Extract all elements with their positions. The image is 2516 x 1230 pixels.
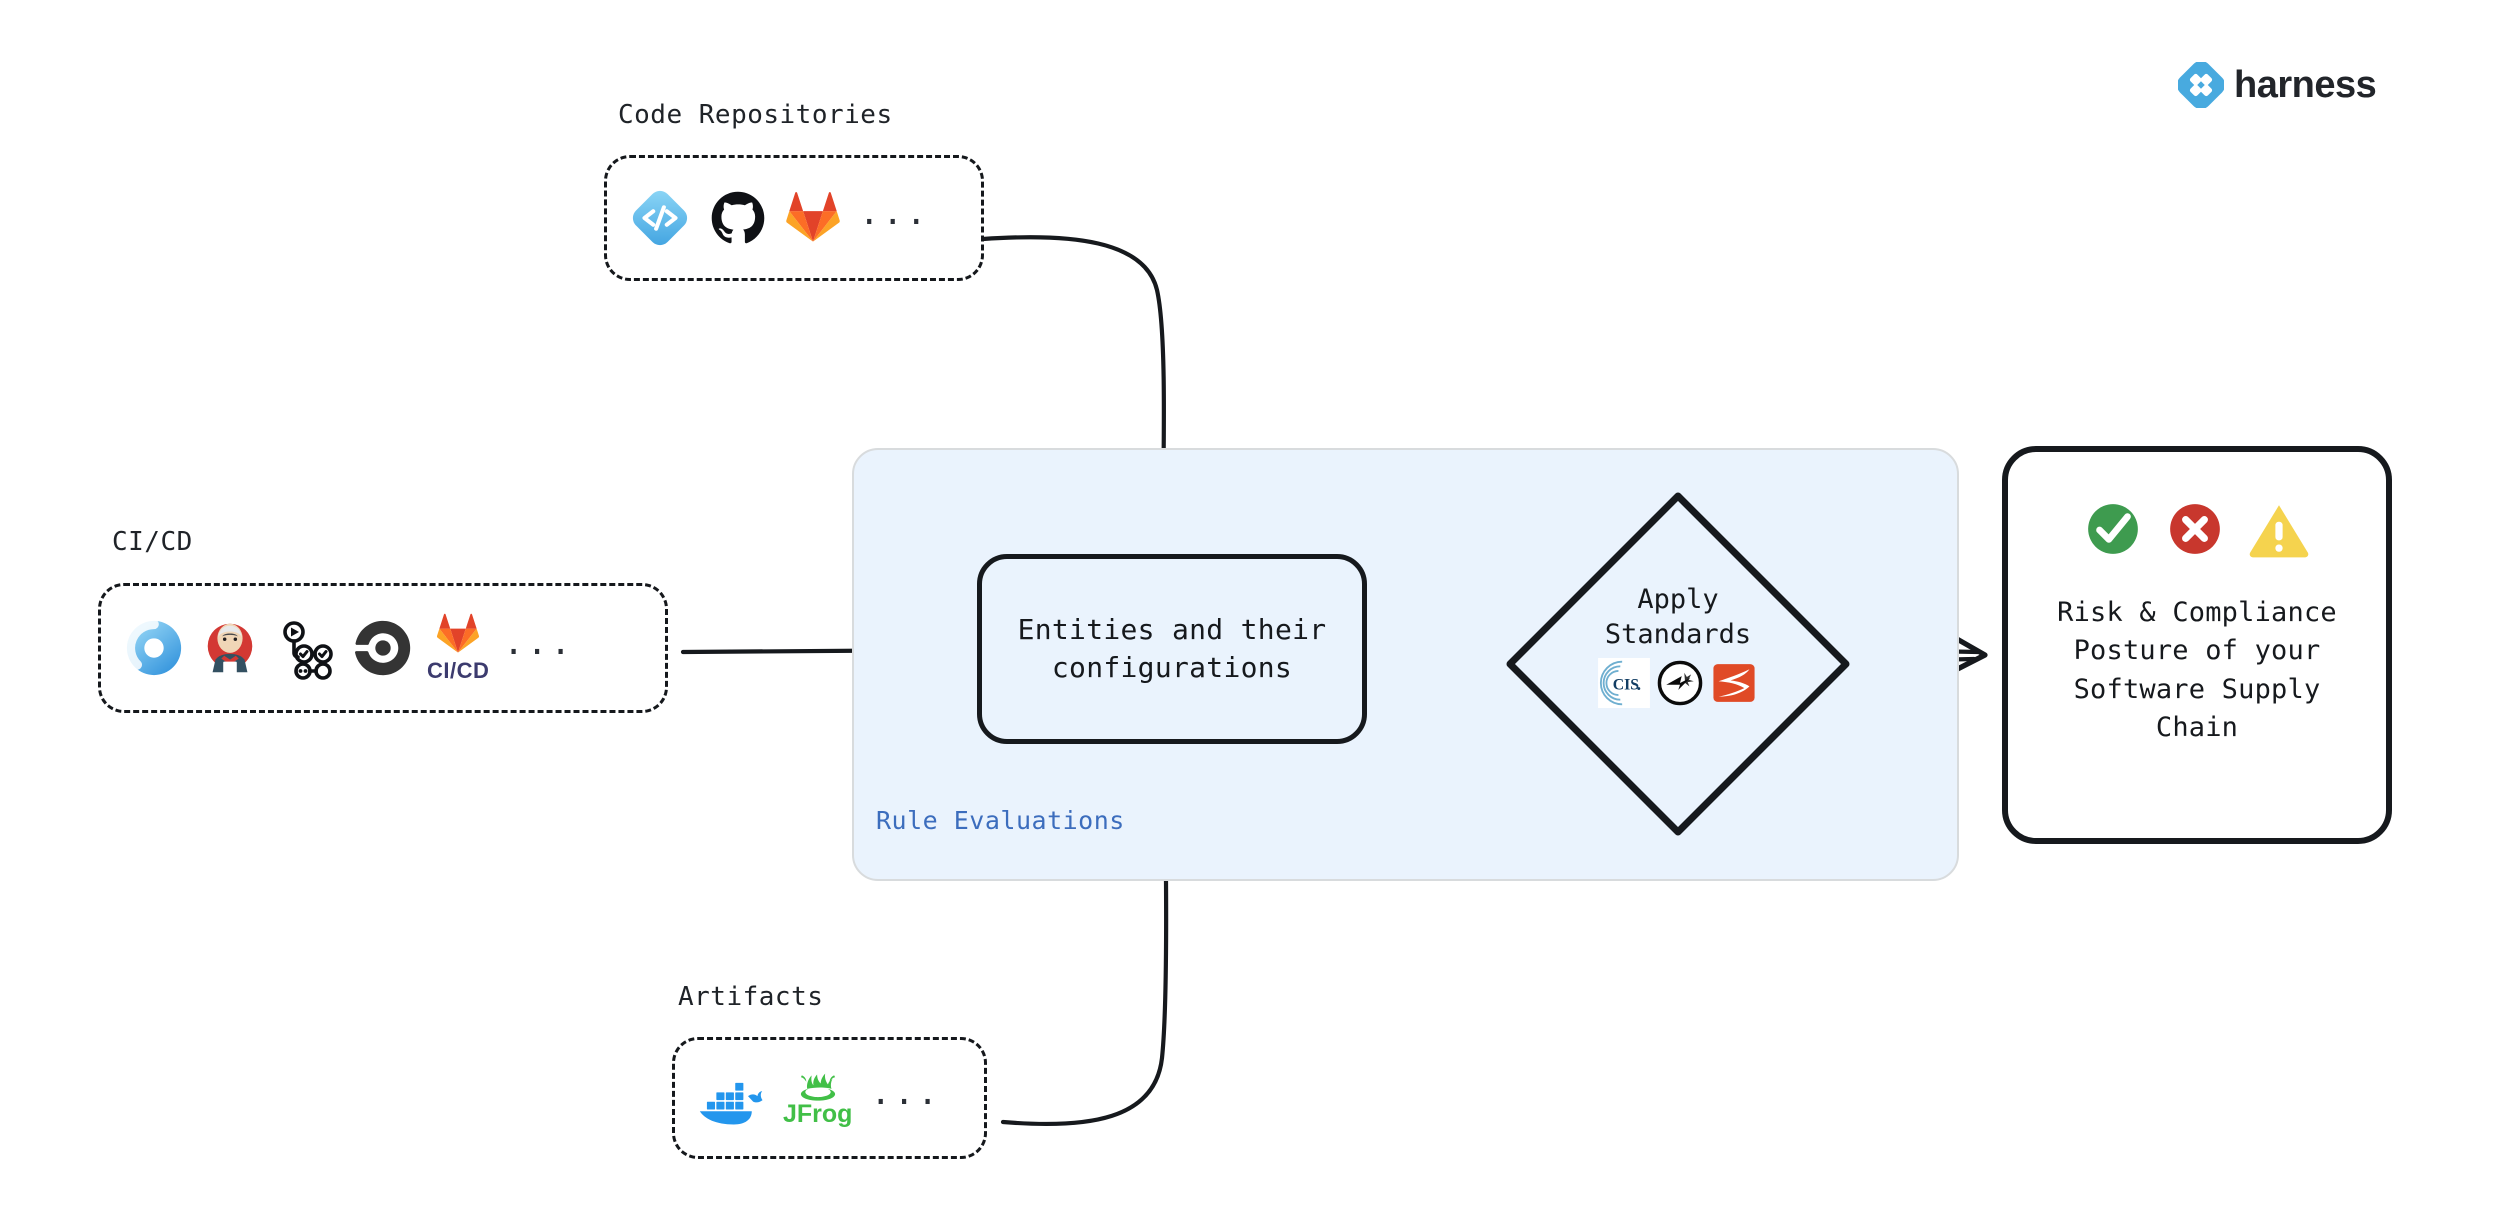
harness-ci-icon[interactable] [123, 617, 185, 679]
outcome-label: Risk & Compliance Posture of your Softwa… [2057, 597, 2337, 743]
jfrog-icon[interactable]: JFrog JFrog [783, 1070, 852, 1127]
harness-brand-wordmark: harness [2234, 64, 2377, 106]
cis-icon[interactable]: CIS [1598, 658, 1650, 709]
code-repositories-box[interactable]: ... [604, 155, 984, 281]
apply-standards-node[interactable]: Apply Standards CIS [1500, 486, 1856, 842]
jenkins-icon[interactable] [199, 617, 261, 679]
apply-standards-label: Apply Standards [1604, 584, 1752, 651]
harness-code-repository-icon[interactable] [629, 187, 691, 249]
artifacts-box[interactable]: JFrog JFrog ... [672, 1037, 987, 1159]
ci-cd-box[interactable]: CI/CD ... [98, 583, 668, 713]
harness-diamond-logo-icon [2178, 62, 2224, 108]
docker-icon[interactable] [697, 1069, 765, 1127]
ci-cd-label: CI/CD [112, 527, 193, 557]
artifacts-label: Artifacts [678, 982, 824, 1012]
warning-triangle-icon [2248, 500, 2310, 558]
code-repositories-ellipsis: ... [859, 192, 930, 233]
github-icon[interactable] [709, 189, 767, 247]
svg-text:CIS: CIS [1613, 677, 1639, 694]
status-icon-row [2084, 500, 2310, 558]
rule-evaluations-label: Rule Evaluations [876, 806, 1125, 835]
ci-cd-ellipsis: ... [503, 622, 574, 663]
artifacts-ellipsis: ... [870, 1072, 941, 1113]
gitlab-cicd-icon[interactable]: CI/CD [427, 612, 489, 684]
entities-and-configurations-node[interactable]: Entities and their configurations [977, 554, 1367, 744]
harness-brand-logo: harness [2178, 62, 2377, 108]
risk-compliance-posture-node[interactable]: Risk & Compliance Posture of your Softwa… [2002, 446, 2392, 844]
entities-node-label: Entities and their configurations [1017, 613, 1327, 684]
check-circle-icon [2084, 500, 2142, 558]
github-actions-icon[interactable] [275, 616, 339, 680]
circleci-icon[interactable] [353, 618, 413, 678]
owasp-icon[interactable] [1656, 659, 1704, 707]
gitlab-cicd-caption: CI/CD [427, 658, 490, 683]
cross-circle-icon [2166, 500, 2224, 558]
slsa-icon[interactable] [1710, 659, 1758, 707]
code-repositories-label: Code Repositories [618, 100, 893, 130]
gitlab-icon[interactable] [785, 190, 841, 246]
standards-logo-row: CIS [1598, 658, 1758, 709]
